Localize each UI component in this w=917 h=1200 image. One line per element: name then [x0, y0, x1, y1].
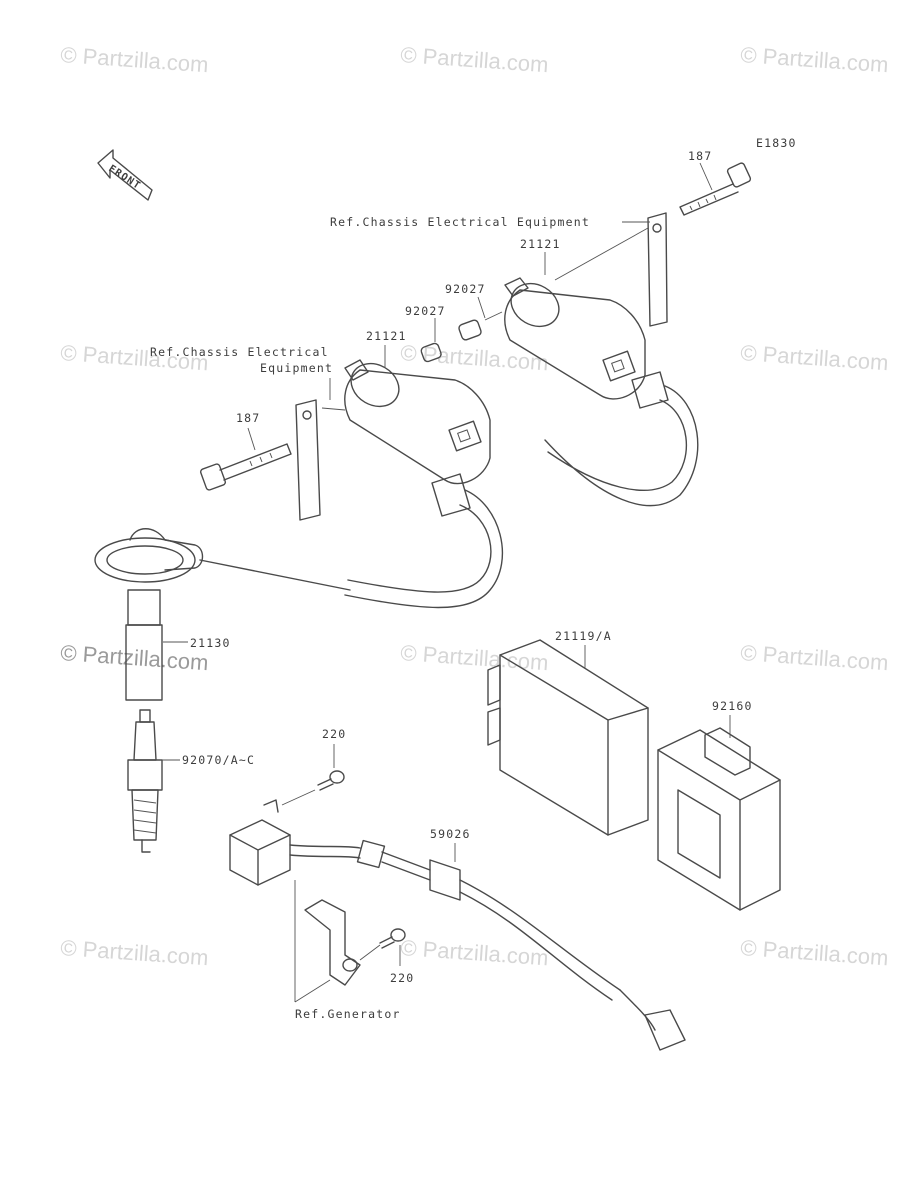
callout-spark-plug: 92070/A~C	[182, 753, 255, 767]
spark-plug-cap	[94, 528, 351, 701]
chassis-bracket-left	[295, 399, 321, 521]
callout-screw-top: 220	[322, 727, 346, 741]
callout-collar-right: 92027	[445, 282, 486, 296]
ignition-coil-left	[344, 359, 504, 609]
callout-ref-generator: Ref.Generator	[295, 1007, 401, 1021]
watermark-group: © Partzilla.com © Partzilla.com © Partzi…	[60, 42, 890, 970]
collar-left	[420, 342, 442, 363]
callout-igniter: 21119/A	[555, 629, 612, 643]
callout-plug-cap: 21130	[190, 636, 231, 650]
watermark: © Partzilla.com	[400, 340, 550, 375]
watermark: © Partzilla.com	[400, 935, 550, 970]
ignition-coil-right	[504, 277, 699, 507]
watermark: © Partzilla.com	[740, 42, 890, 77]
watermark: © Partzilla.com	[740, 340, 890, 375]
bolt-left	[199, 443, 292, 491]
spark-plug	[127, 709, 163, 853]
watermark: © Partzilla.com	[400, 42, 550, 77]
screw-top	[317, 770, 345, 791]
callout-screw-bottom: 220	[390, 971, 414, 985]
chassis-bracket-right	[647, 212, 668, 327]
watermark: © Partzilla.com	[60, 640, 210, 675]
pickup-coil-harness	[229, 799, 686, 1051]
bolt-right	[679, 162, 752, 216]
callout-coil-right: 21121	[520, 237, 561, 251]
diagram-code: E1830	[756, 136, 797, 150]
callout-collar-left: 92027	[405, 304, 446, 318]
watermark: © Partzilla.com	[60, 935, 210, 970]
callout-bolt-left: 187	[236, 411, 260, 425]
front-arrow-icon: FRONT	[97, 149, 153, 201]
watermark: © Partzilla.com	[740, 935, 890, 970]
collar-right	[458, 319, 482, 341]
watermark: © Partzilla.com	[740, 640, 890, 675]
callout-ref-chassis-right: Ref.Chassis Electrical Equipment	[330, 215, 590, 229]
callout-bolt-right: 187	[688, 149, 712, 163]
callout-coil-left: 21121	[366, 329, 407, 343]
callout-ref-chassis-left-line1: Ref.Chassis Electrical	[150, 345, 329, 359]
generator-bracket	[304, 899, 361, 986]
watermark: © Partzilla.com	[60, 42, 210, 77]
igniter-holder	[657, 727, 781, 911]
callout-holder: 92160	[712, 699, 753, 713]
screw-bottom	[379, 928, 406, 949]
igniter-unit	[487, 639, 649, 836]
callout-grommet: 59026	[430, 827, 471, 841]
callout-ref-chassis-left-line2: Equipment	[260, 361, 333, 375]
